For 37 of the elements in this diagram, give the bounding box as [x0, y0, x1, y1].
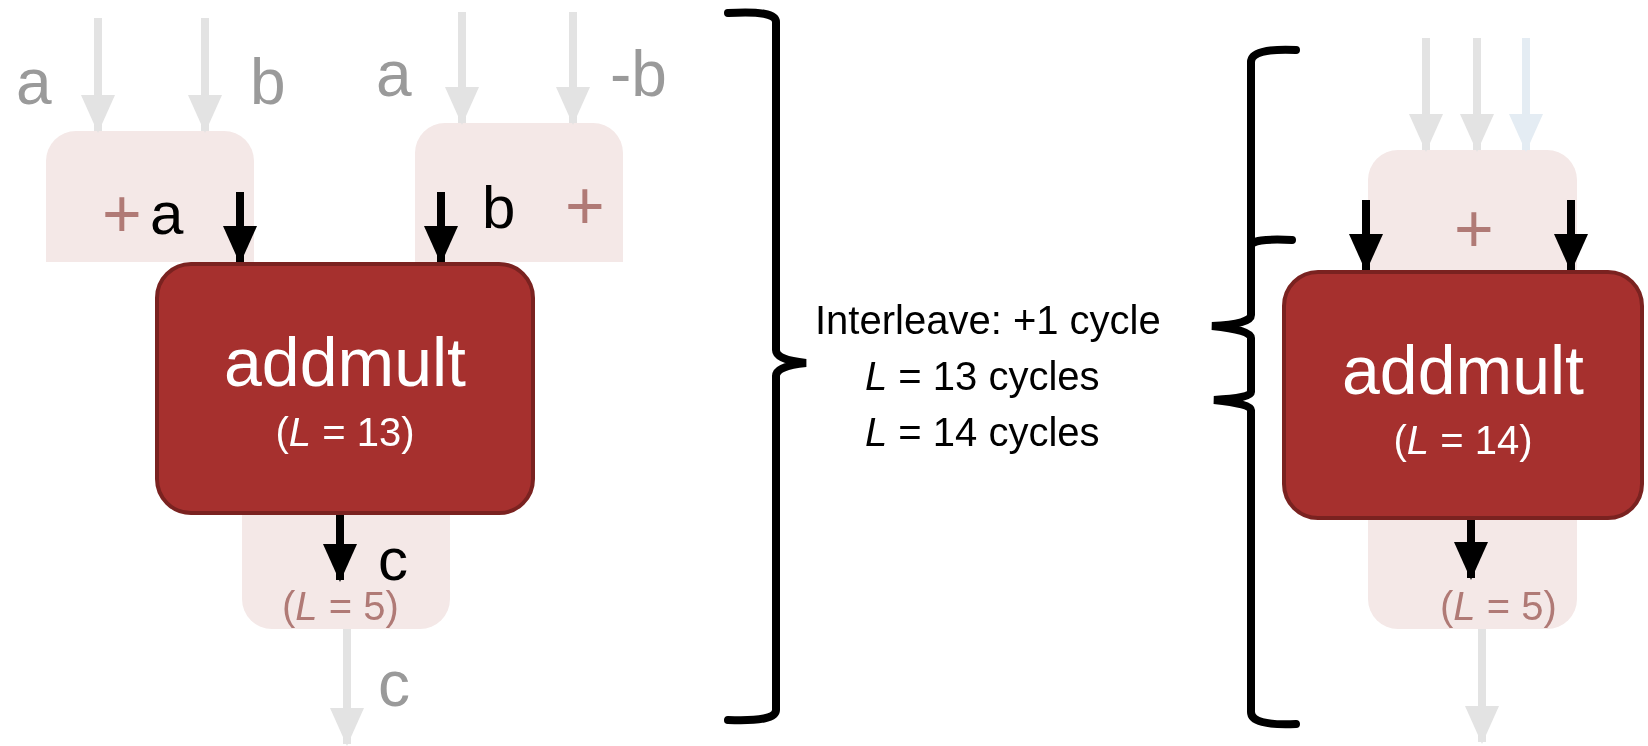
arrow [188, 18, 222, 133]
operator-symbol: + [1454, 194, 1494, 262]
arrow [1509, 38, 1543, 152]
latency-text: (L = 5) [1440, 586, 1557, 626]
process-box [155, 262, 535, 515]
arrow [81, 18, 115, 133]
signal-label: c [378, 652, 410, 716]
signal-label: a [150, 184, 184, 244]
arrow [330, 629, 364, 746]
arrow [323, 515, 357, 582]
arrow [1454, 520, 1488, 580]
faded-process-box [242, 515, 450, 629]
signal-label: -b [610, 42, 667, 106]
box-title: addmult [1341, 336, 1585, 404]
signal-label: b [250, 50, 286, 114]
signal-label: a [376, 42, 412, 106]
latency-text: (L = 13) [274, 412, 416, 452]
signal-label: b [482, 178, 516, 238]
operator-symbol: + [565, 171, 605, 239]
process-box [1282, 270, 1644, 520]
arrow [556, 12, 590, 125]
signal-label: a [16, 50, 52, 114]
annotation-text: Interleave: +1 cycle [815, 300, 1161, 340]
annotation-text: L = 13 cycles [865, 356, 1100, 396]
operator-symbol: + [102, 179, 142, 247]
box-title: addmult [223, 328, 467, 396]
faded-process-box [46, 131, 254, 262]
faded-process-box [1368, 150, 1577, 270]
arrow [1465, 629, 1499, 744]
arrow [1460, 38, 1494, 152]
arrow [1409, 38, 1443, 152]
faded-process-box [415, 123, 623, 262]
arrow [445, 12, 479, 125]
latency-text: (L = 14) [1392, 420, 1534, 460]
faded-process-box [1368, 520, 1577, 629]
annotation-text: L = 14 cycles [865, 412, 1100, 452]
arrow [1349, 200, 1383, 272]
